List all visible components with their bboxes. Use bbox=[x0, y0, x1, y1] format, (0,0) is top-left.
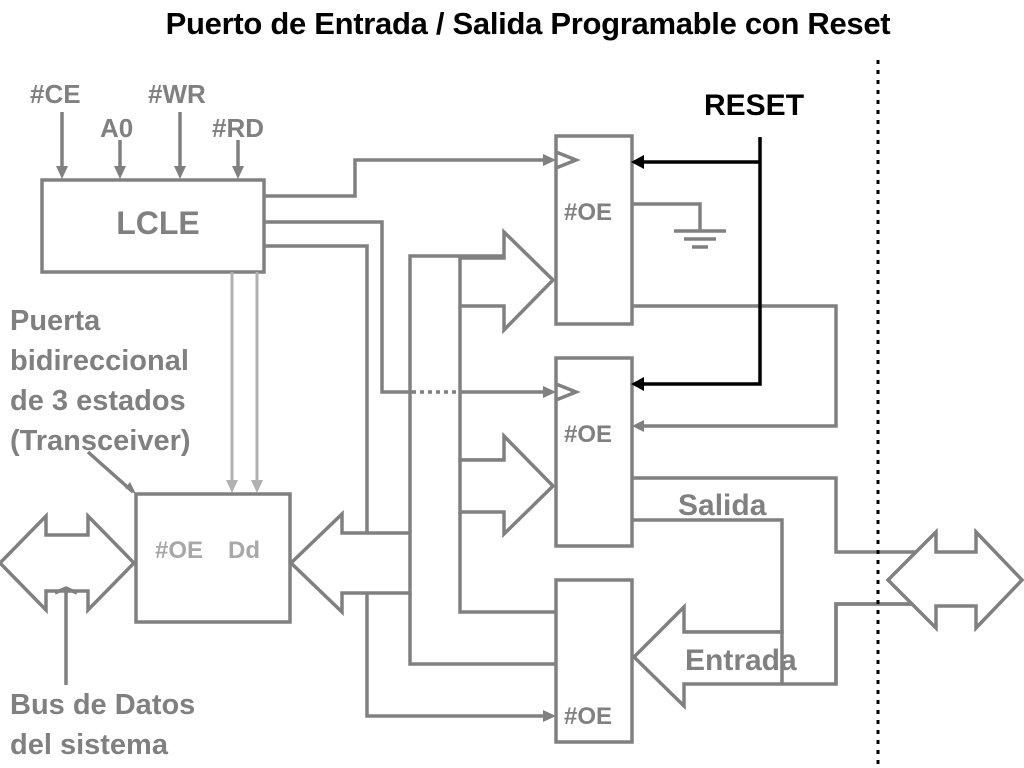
rd-label: #RD bbox=[212, 113, 264, 143]
bottom-bus-feed bbox=[458, 512, 555, 614]
bottom-buffer bbox=[554, 578, 634, 744]
ce-arrowhead bbox=[56, 166, 68, 179]
transceiver-desc-line-2: bidireccional bbox=[10, 345, 189, 377]
top-register bbox=[554, 134, 634, 326]
ground-wire bbox=[632, 202, 702, 230]
wr-label: #WR bbox=[148, 79, 206, 109]
transceiver-desc-line-4: (Transceiver) bbox=[10, 425, 191, 457]
bus-description: Bus de Datos del sistema bbox=[10, 689, 195, 761]
entrada-wire bbox=[834, 602, 920, 684]
transceiver-block bbox=[134, 492, 292, 624]
internal-data-bus bbox=[408, 254, 555, 666]
middle-register bbox=[554, 356, 634, 548]
external-port-arrow bbox=[885, 527, 1024, 633]
salida-label: Salida bbox=[678, 489, 767, 522]
top-register-oe-label: #OE bbox=[564, 199, 612, 226]
ce-label: #CE bbox=[30, 79, 81, 109]
reset-label: RESET bbox=[704, 89, 804, 122]
lcle-block bbox=[40, 178, 266, 274]
page-title: Puerto de Entrada / Salida Programable c… bbox=[165, 6, 891, 41]
transceiver-desc-line-3: de 3 estados bbox=[10, 385, 186, 417]
top-register-clock bbox=[555, 150, 581, 170]
ground-icon bbox=[674, 229, 726, 249]
middle-register-clock bbox=[555, 382, 581, 402]
entrada-label: Entrada bbox=[685, 644, 797, 677]
top-to-middle-oe-wire bbox=[632, 304, 838, 428]
salida-loopback-wire bbox=[632, 518, 784, 634]
top-register-input-arrow bbox=[458, 227, 556, 335]
middle-register-oe-label: #OE bbox=[564, 421, 612, 448]
transceiver-description: Puerta bidireccional de 3 estados (Trans… bbox=[10, 305, 191, 457]
rd-arrowhead bbox=[232, 166, 244, 179]
a0-label: A0 bbox=[100, 113, 133, 143]
middle-bus-feed bbox=[458, 306, 504, 462]
reset-lines bbox=[631, 137, 762, 391]
a0-arrowhead bbox=[114, 166, 126, 179]
control-inputs bbox=[56, 112, 244, 179]
transceiver-enable-lines bbox=[226, 272, 263, 493]
internal-bus-arrow bbox=[288, 509, 412, 617]
bus-desc-line-1: Bus de Datos bbox=[10, 689, 195, 721]
wr-arrowhead bbox=[174, 166, 186, 179]
lcle-label: LCLE bbox=[116, 205, 200, 241]
transceiver-oe-label: #OE bbox=[155, 537, 203, 564]
system-bus-arrow bbox=[0, 511, 137, 615]
transceiver-dd-label: Dd bbox=[228, 537, 260, 564]
bus-desc-line-2: del sistema bbox=[10, 729, 169, 761]
transceiver-pointer bbox=[86, 450, 135, 494]
transceiver-desc-line-1: Puerta bbox=[10, 305, 101, 337]
bottom-buffer-oe-label: #OE bbox=[564, 703, 612, 730]
middle-register-input-arrow bbox=[458, 431, 556, 539]
